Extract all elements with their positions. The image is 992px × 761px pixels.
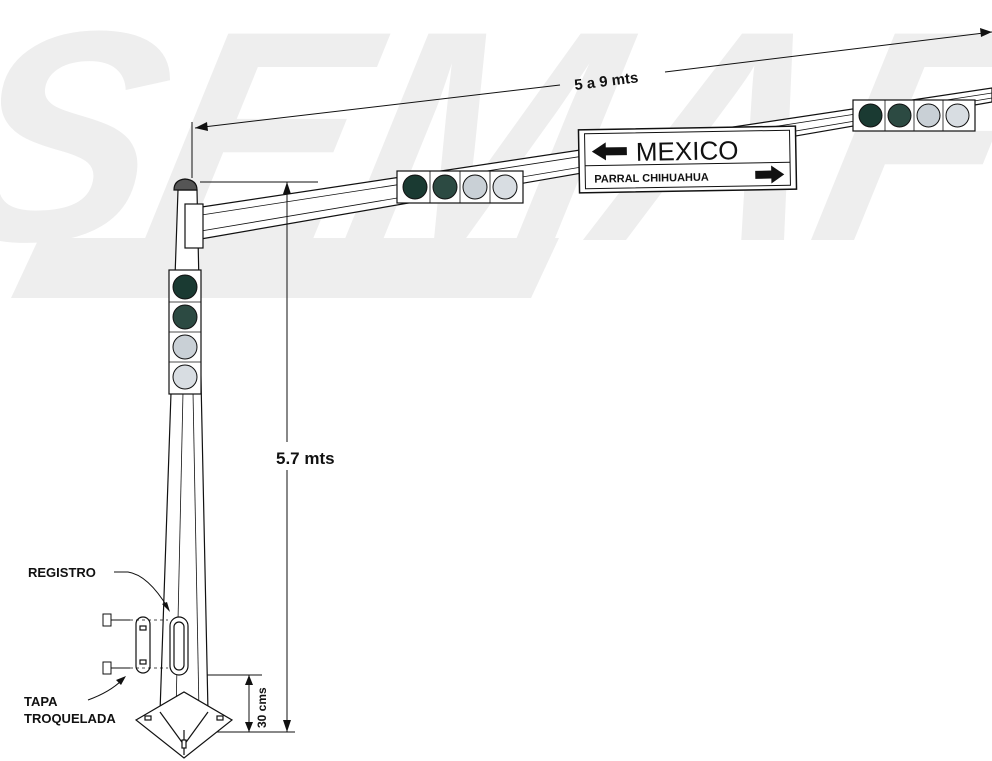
lamp-dark-icon xyxy=(858,103,883,128)
signal-heads xyxy=(168,99,976,395)
lamp-dark-icon xyxy=(172,274,198,300)
lamp-light-icon xyxy=(945,103,970,128)
arm-dimension xyxy=(191,28,992,178)
arrowhead-right-icon xyxy=(980,28,992,37)
base-height-label: 30 cms xyxy=(255,687,269,728)
sign-line2-text: PARRAL CHIHUAHUA xyxy=(594,172,709,186)
assembly-guides xyxy=(130,619,168,669)
pole-height-label: 5.7 mts xyxy=(276,449,335,468)
right-arrow-icon xyxy=(755,165,785,184)
pole-height-label-bg xyxy=(272,442,357,470)
sign-inner-border xyxy=(584,129,791,190)
lamp-dark-icon xyxy=(172,304,198,330)
tapa-label-line2: TROQUELADA xyxy=(24,711,116,726)
pole-signal-head xyxy=(168,269,202,395)
arrowhead-up-icon xyxy=(283,182,291,194)
lamp-light-icon xyxy=(172,334,198,360)
tapa-label-line1: TAPA xyxy=(24,694,58,709)
lamp-dark-icon xyxy=(402,174,428,200)
lamp-light-icon xyxy=(916,103,941,128)
tapa-leader xyxy=(87,676,126,701)
arrowhead-left-icon xyxy=(195,122,208,131)
base-arrowhead-down-icon xyxy=(245,722,253,732)
arm-clamp xyxy=(184,203,204,249)
lamp-light-icon xyxy=(492,174,518,200)
street-sign: MEXICO PARRAL CHIHUAHUA xyxy=(577,125,798,194)
sign-line1-text: MEXICO xyxy=(636,135,739,167)
registro-leader xyxy=(114,571,170,612)
screw-icon xyxy=(102,613,130,675)
watermark: SEMAF xyxy=(0,0,992,304)
left-arrow-icon xyxy=(591,142,627,161)
lamp-dark-icon xyxy=(887,103,912,128)
lamp-dark-icon xyxy=(432,174,458,200)
watermark-bar xyxy=(11,238,560,298)
tapa-troquelada xyxy=(135,616,151,674)
arm-signal-head-near xyxy=(396,170,524,204)
base-arrowhead-up-icon xyxy=(245,675,253,685)
arm-signal-head-far xyxy=(852,99,976,132)
lamp-light-icon xyxy=(172,364,198,390)
registro-opening xyxy=(169,616,189,676)
pole-cap xyxy=(173,178,198,191)
registro-label: REGISTRO xyxy=(28,565,96,580)
base-plate xyxy=(134,691,234,759)
arrowhead-down-icon xyxy=(283,720,291,732)
lamp-light-icon xyxy=(462,174,488,200)
base-height-dimension xyxy=(205,674,262,732)
